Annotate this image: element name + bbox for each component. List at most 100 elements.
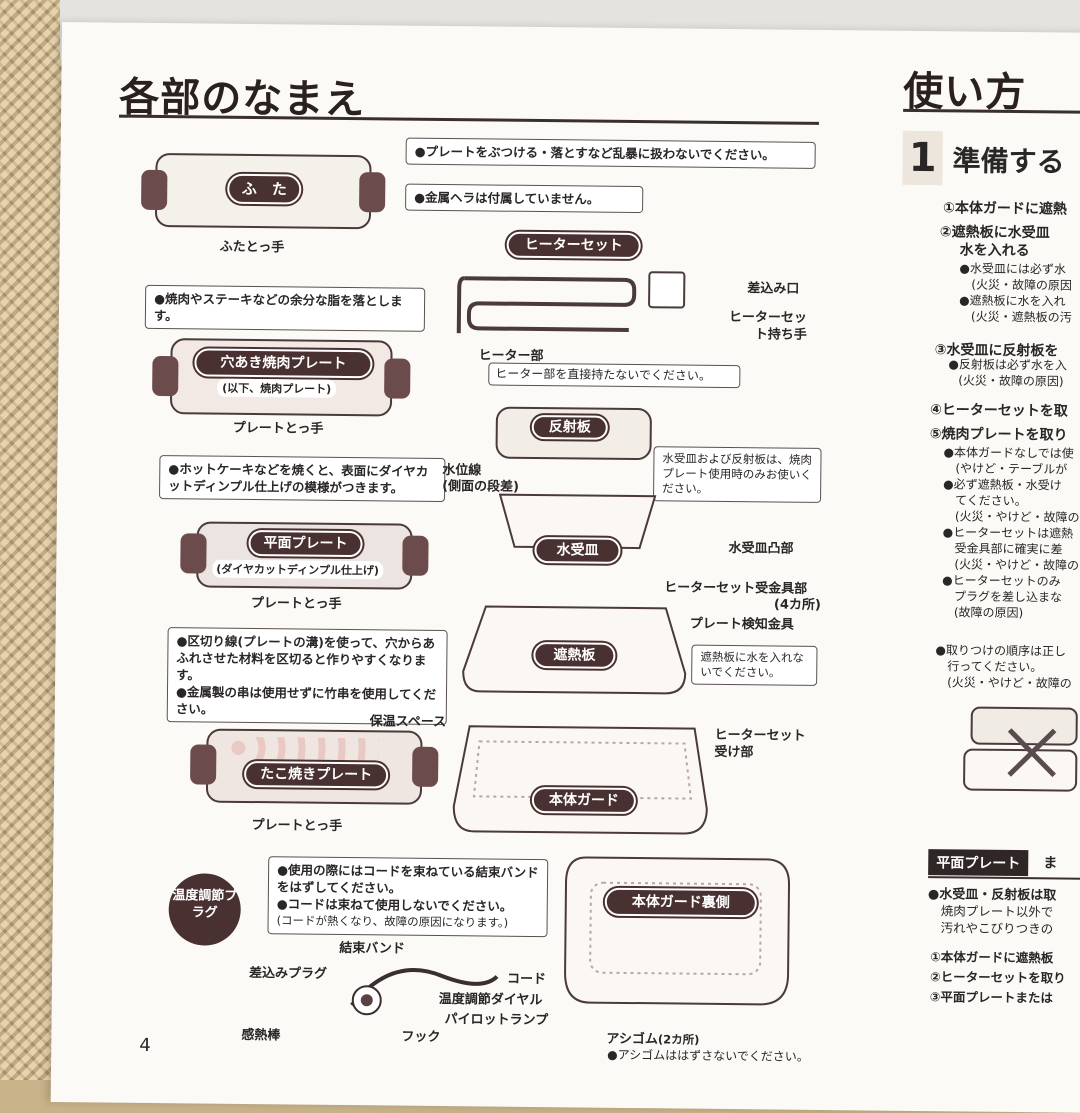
plate-handle-label-3: プレートとっ手 [251, 818, 343, 834]
yakiniku-label: 穴あき焼肉プレート [194, 348, 373, 379]
plate-kenchi-label: プレート検知金具 [689, 616, 794, 633]
lid-left-handle [141, 169, 168, 211]
step-s3nb: (火災・故障の原因) [958, 373, 1064, 389]
step-s5n3: ●ヒーターセットは遮熱 [942, 525, 1074, 541]
yakiniku-left-handle [152, 355, 179, 397]
note-handle-carefully: ●プレートをぶつける・落とすなど乱暴に扱わないでください。 [405, 137, 816, 169]
step-s5n2c: (火災・やけど・故障の [954, 509, 1080, 525]
right-column-usage: 使い方 1 準備する ①本体ガードに遮熱 ②遮熱板に水受皿 水を入れる ●水受皿… [62, 22, 1080, 1005]
heater-ukebu-label: ヒーターセット受け部 [714, 727, 806, 761]
cord-label: コード [506, 971, 547, 988]
note-no-spatula: ●金属ヘラは付属していません。 [405, 183, 644, 214]
plug-badge: 温度調節プラグ [168, 873, 242, 946]
plate-handle-label-1: プレートとっ手 [232, 420, 324, 437]
heimen-tag: 平面プレート [928, 849, 1029, 877]
two-places-text: (2カ所) [657, 1032, 700, 1047]
shanetsu-label: 遮熱板 [533, 641, 616, 669]
sashikomi-plug-label: 差込みプラグ [248, 966, 328, 982]
heater-coil-illustration [456, 271, 686, 334]
step-number: 1 [902, 130, 943, 186]
step-title: 準備する [952, 144, 1065, 179]
step-s3n: ●反射板は必ず水を入 [948, 357, 1068, 373]
yakiniku-right-handle [384, 358, 411, 399]
takoyaki-label: たこ焼きプレート [243, 760, 389, 789]
suii-line-text: 水位線 [442, 463, 482, 479]
guard-ura-illustration [564, 856, 791, 1006]
sashikomi-guchi-label: 差込み口 [747, 281, 800, 297]
b3: ③平面プレートまたは [929, 989, 1054, 1006]
plug-notes: ●使用の際にはコードを束ねている結束バンドをはずしてください。 ●コードは束ねて… [267, 856, 549, 938]
mizuuke-tray-illustration [498, 493, 657, 550]
step-s5n1: ●本体ガードなしでは使 [943, 445, 1074, 461]
hanshaban-note: 水受皿および反射板は、焼肉プレート使用時のみお使いください。 [653, 446, 822, 503]
step-s5n4b: プラグを差し込まな [953, 589, 1063, 605]
futa-handle-label: ふたとっ手 [219, 239, 285, 256]
b1: ①本体ガードに遮熱板 [930, 949, 1054, 966]
guard-ura-label: 本体ガード裏側 [604, 887, 757, 918]
shanetsu-note: 遮熱板に水を入れないでください。 [691, 644, 818, 686]
heater-part-label: ヒーター部 [478, 348, 544, 365]
warn-1: ●取りつけの順序は正し [935, 643, 1067, 659]
wrong-assembly-illustration [963, 706, 1078, 792]
hanshaban-label: 反射板 [531, 414, 608, 440]
hook-label: フック [401, 1029, 441, 1046]
heater-warning: ヒーター部を直接持たないでください。 [488, 362, 741, 389]
plug-note-1: ●使用の際にはコードを束ねている結束バンドをはずしてください。 [276, 862, 539, 896]
step-s2n1b: (火災・故障の原因 [971, 277, 1073, 293]
warn-1c: (火災・やけど・故障の [947, 675, 1072, 691]
manual-page: 各部のなまえ ●プレートをぶつける・落とすなど乱暴に扱わないでください。 ●金属… [50, 22, 1080, 1113]
hontai-guard-illustration [452, 725, 708, 835]
mizu-note-c: 汚れやこびりつきの [940, 920, 1054, 937]
page-number: 4 [139, 1034, 151, 1056]
hoon-space-label: 保温スペース [369, 714, 447, 731]
heater-set-label: ヒーターセット [506, 231, 641, 260]
heater-handle-label: ヒーターセット持ち手 [728, 310, 808, 343]
step-s5n1b: (やけど・テーブルが [955, 461, 1068, 477]
ashigomu-note: ●アシゴムははずさないでください。 [607, 1047, 809, 1064]
mizuuke-totsu-label: 水受皿凸部 [728, 541, 794, 557]
step-s2b: 水を入れる [959, 242, 1030, 260]
mizu-note-b: 焼肉プレート以外で [940, 903, 1054, 920]
heimen-right-handle [402, 535, 429, 576]
heimen-sub-label: (ダイヤカットディンプル仕上げ) [212, 559, 383, 580]
takoyaki-left-handle [190, 744, 217, 785]
takoyaki-holes [228, 736, 379, 761]
futa-label: ふ た [227, 173, 302, 205]
futa-lid-illustration: ふ た [141, 152, 386, 230]
yakiniku-sub-label: (以下、焼肉プレート) [217, 378, 337, 398]
warn-1b: 行ってください。 [947, 659, 1043, 675]
plate-handle-label-2: プレートとっ手 [250, 596, 342, 612]
note-yakiniku: ●焼肉やステーキなどの余分な脂を落とします。 [144, 284, 426, 332]
takoyaki-plate-illustration: たこ焼きプレート [190, 728, 439, 805]
mizu-note: ●水受皿・反射板は取 [927, 887, 1057, 904]
hontai-guard-label: 本体ガード [531, 786, 637, 815]
lid-right-handle [359, 172, 386, 213]
takoyaki-note-1: ●区切り線(プレートの溝)を使って、穴からあふれさせた材料を区切ると作りやすくな… [176, 633, 436, 683]
heimen-left-handle [180, 533, 207, 574]
hanshaban-illustration: 反射板 [495, 406, 652, 461]
heimen-tag-tail: ま [1043, 855, 1058, 872]
step-s5n2b: てください。 [954, 493, 1027, 509]
step-s2n2: ●遮熱板に水を入れ [959, 293, 1066, 309]
heimen-rule [928, 876, 1080, 880]
b2: ②ヒーターセットを取り [929, 969, 1066, 986]
step-s5n4: ●ヒーターセットのみ [942, 573, 1061, 589]
step-s2n2b: (火災・遮熱板の汚 [970, 309, 1072, 325]
mizuuke-label: 水受皿 [534, 536, 621, 564]
step-s5n4c: (故障の原因) [953, 605, 1024, 621]
step-s5: ⑤焼肉プレートを取り [929, 426, 1068, 444]
step-s2n1: ●水受皿には必ず水 [959, 261, 1067, 277]
kannetsu-bou-label: 感熱棒 [241, 1027, 281, 1044]
plug-note-3: (コードが熱くなり、故障の原因になります。) [276, 913, 509, 930]
heimen-label: 平面プレート [248, 529, 363, 558]
note-heimen: ●ホットケーキなどを焼くと、表面にダイヤカットディンプル仕上げの模様がつきます。 [159, 455, 446, 503]
ashigomu-label: アシゴム(2カ所) [606, 1028, 699, 1048]
plug-cord-illustration [350, 968, 499, 1016]
yakiniku-plate-illustration: 穴あき焼肉プレート (以下、焼肉プレート) [152, 338, 411, 417]
takoyaki-right-handle [412, 746, 439, 787]
four-places-label: (4カ所) [773, 597, 821, 613]
heimen-plate-illustration: 平面プレート (ダイヤカットディンプル仕上げ) [180, 521, 429, 590]
step-s5n2: ●必ず遮熱板・水受け [943, 477, 1062, 493]
step-s1: ①本体ガードに遮熱 [943, 200, 1068, 218]
step-s5n3b: 受金具部に確実に差 [954, 541, 1063, 557]
